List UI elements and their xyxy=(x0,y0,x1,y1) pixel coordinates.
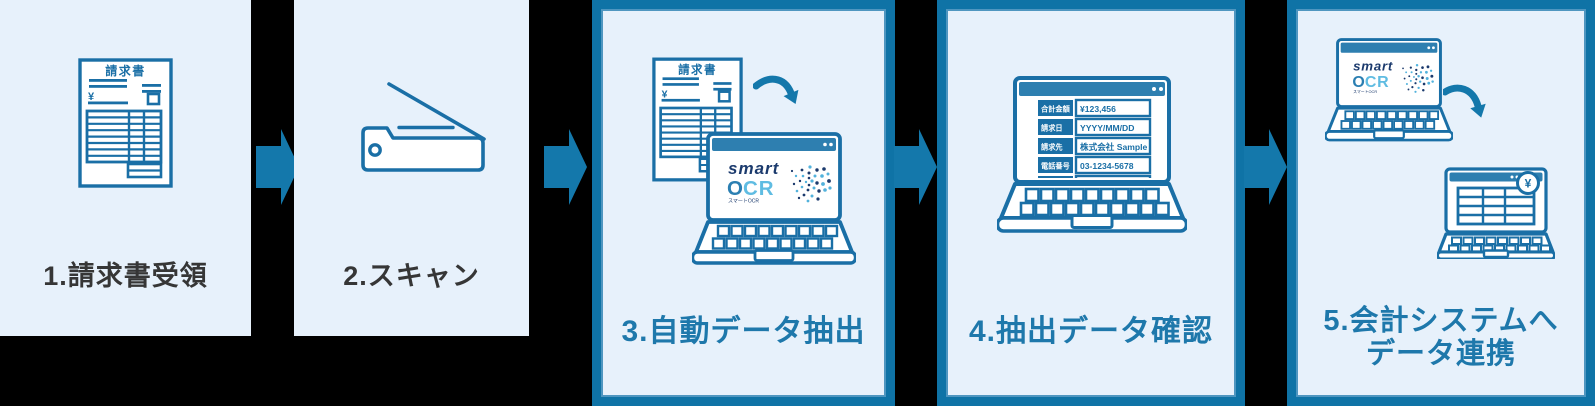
curved-arrow-icon xyxy=(753,75,799,104)
laptop-trackpad xyxy=(1482,249,1510,259)
flow-arrow-icon xyxy=(1244,129,1287,205)
step-panel-2: 2.スキャン xyxy=(294,0,529,336)
laptop-smartocr-icon xyxy=(692,132,856,268)
table-row-value: YYYY/MM/DD xyxy=(1080,123,1134,133)
step-panel-1: 1.請求書受領 xyxy=(0,0,251,336)
table-row-value: ¥123,456 xyxy=(1080,104,1116,114)
laptop-trackpad xyxy=(1070,214,1114,229)
scanner-lid xyxy=(387,82,486,141)
table-row-value: 株式会社 Sample xyxy=(1080,141,1148,152)
step-panel-3: 3.自動データ抽出 xyxy=(592,0,895,406)
table-row-value: 03-1234-5678 xyxy=(1080,161,1134,171)
yen-badge xyxy=(1516,171,1540,195)
step-2-label: 2.スキャン xyxy=(343,261,480,291)
step-3-label: 3.自動データ抽出 xyxy=(621,315,866,348)
keyboard-keys xyxy=(1019,187,1170,217)
curved-arrow-icon xyxy=(1443,84,1486,118)
yen-badge-symbol: ¥ xyxy=(1525,177,1532,191)
flow-arrow-icon xyxy=(894,129,937,205)
accounting-system-laptop-icon: ¥ xyxy=(1437,167,1555,259)
invoice-document-icon xyxy=(78,58,173,188)
flow-arrow-icon xyxy=(544,129,587,205)
table-row-label: 合計金額 xyxy=(1040,105,1071,114)
step-5-label-line1: 5.会計システムへ xyxy=(1323,305,1559,337)
titlebar-dots-icon xyxy=(1152,87,1163,91)
ledger-table-grid xyxy=(1456,186,1536,226)
table-row-label: 請求日 xyxy=(1041,124,1063,133)
step-4-label: 4.抽出データ確認 xyxy=(968,315,1214,348)
table-row-label: 請求先 xyxy=(1041,143,1063,152)
step-panel-5: ¥ 5.会計システムへ データ連携 xyxy=(1287,0,1595,406)
laptop-smartocr-icon xyxy=(1325,38,1453,144)
extracted-data-table: 合計金額 ¥123,456 請求日 YYYY/MM/DD 請求先 株式会社 Sa… xyxy=(1038,98,1152,178)
browser-titlebar xyxy=(1019,82,1165,96)
table-row-label: 電話番号 xyxy=(1041,162,1070,171)
scanner-power-button xyxy=(368,143,382,157)
step-panel-4: 合計金額 ¥123,456 請求日 YYYY/MM/DD 請求先 株式会社 Sa… xyxy=(937,0,1245,406)
scanner-body xyxy=(361,126,485,172)
step-5-label-line2: データ連携 xyxy=(1365,338,1516,370)
laptop-data-table-icon: 合計金額 ¥123,456 請求日 YYYY/MM/DD 請求先 株式会社 Sa… xyxy=(997,76,1187,233)
flow-arrow-icon xyxy=(256,129,299,205)
scanner-icon xyxy=(361,82,486,172)
step-1-label: 1.請求書受領 xyxy=(43,261,208,291)
